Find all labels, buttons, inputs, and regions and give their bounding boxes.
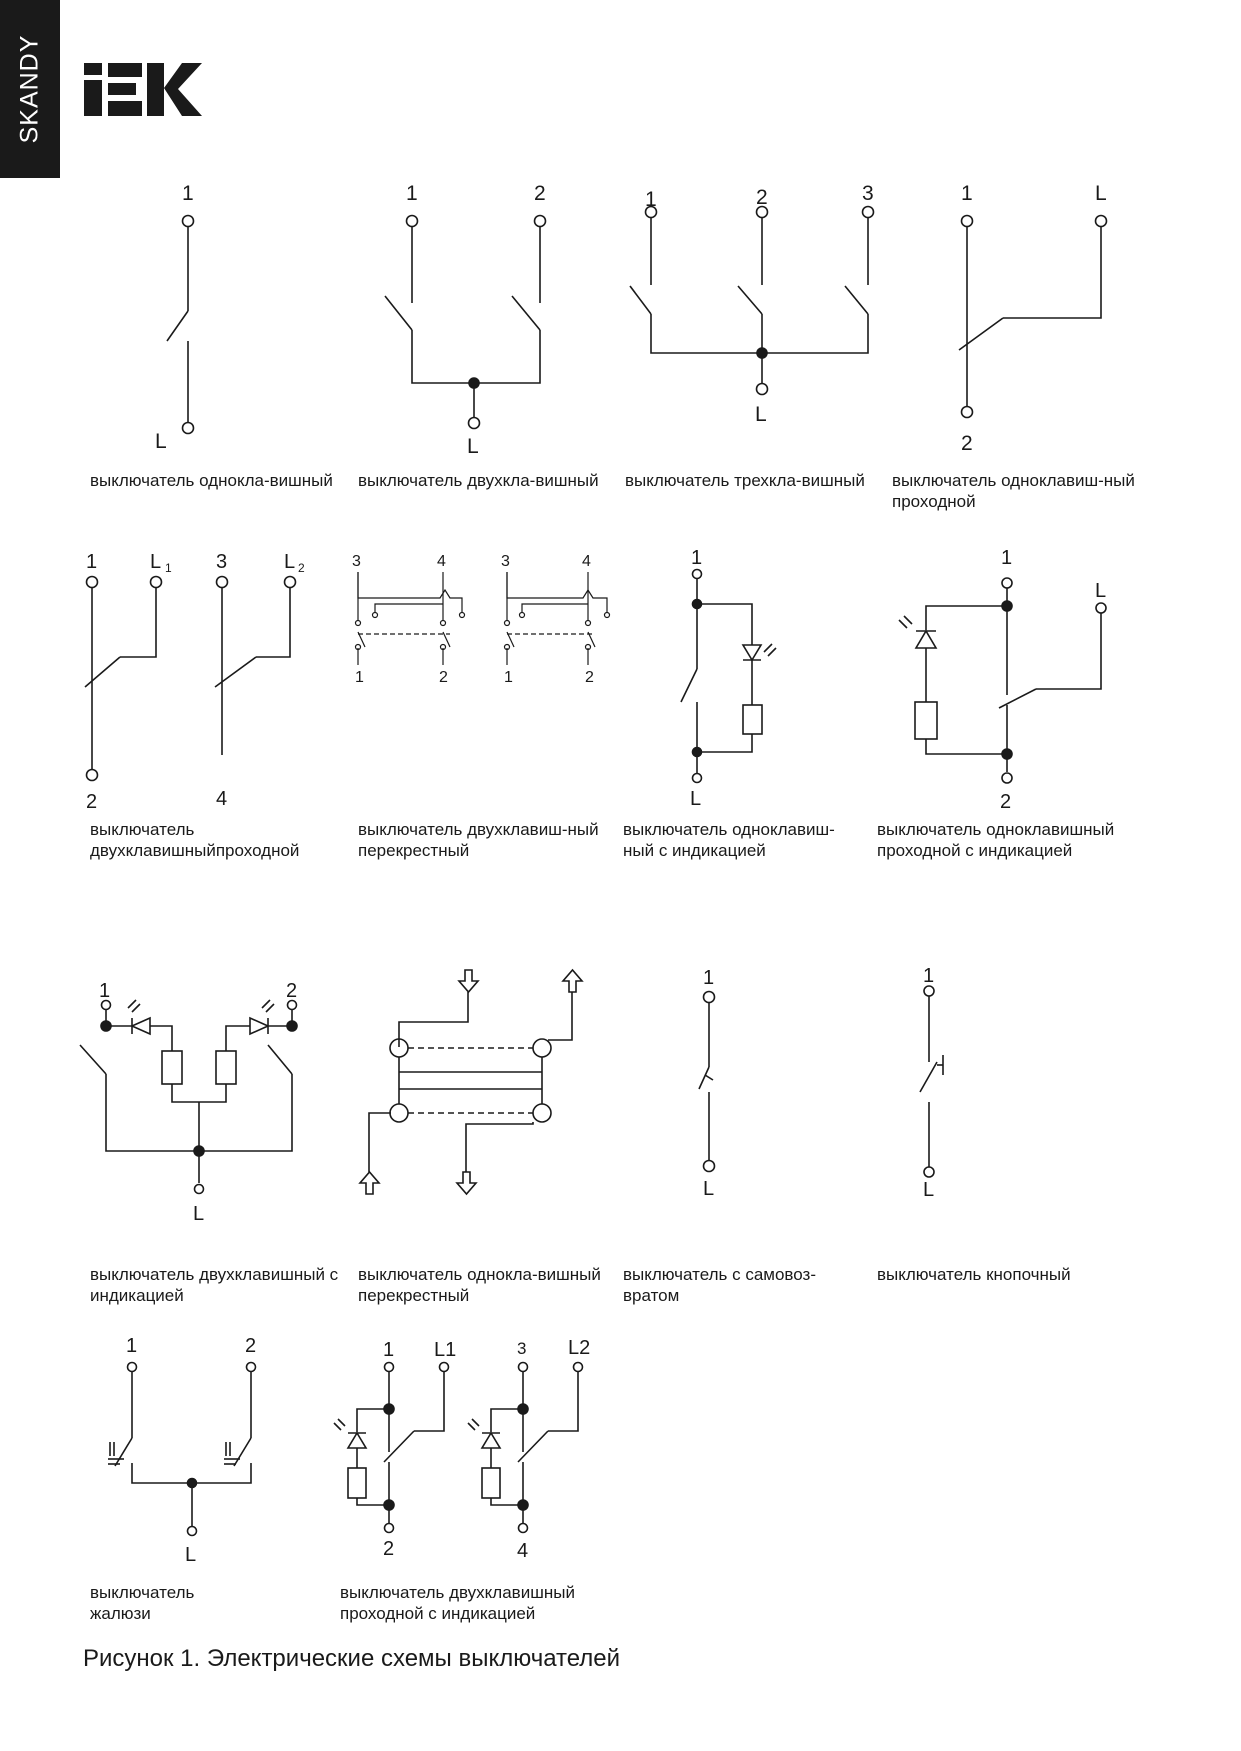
diagram-single-key: 1 L <box>155 182 195 453</box>
terminal-label: L <box>467 435 479 458</box>
terminal-label: L <box>1095 182 1107 205</box>
diagram-two-key: 1 2 L <box>384 182 547 458</box>
terminal-label: 2 <box>298 561 305 575</box>
terminal-label: L <box>703 1178 714 1200</box>
terminal-label: 1 <box>99 980 110 1002</box>
terminal-label: L <box>193 1203 204 1225</box>
terminal-label: 3 <box>501 553 510 570</box>
terminal-label: 2 <box>1000 791 1011 813</box>
terminal-label: 2 <box>585 669 594 686</box>
diagram-two-key-pass-through-indicator: 1 L1 2 3 L2 4 <box>333 1337 590 1562</box>
diagram-self-return: 1 L <box>698 967 716 1200</box>
diagram-two-key-indicator: 1 2 L <box>79 980 298 1225</box>
terminal-label: 2 <box>534 182 546 205</box>
caption-push-button: выключатель кнопочный <box>877 1265 1071 1284</box>
terminal-label: 1 <box>923 965 934 987</box>
terminal-label: 1 <box>645 188 657 211</box>
terminal-label: L2 <box>568 1337 590 1359</box>
terminal-label: 4 <box>216 788 227 810</box>
terminal-label: 4 <box>517 1540 528 1562</box>
terminal-label: L <box>150 551 161 573</box>
caption-two-key-cross: выключатель двухклавиш-ный перекрестный <box>358 820 599 860</box>
caption-single-key-indicator: выключатель одноклавиш-ный с индикацией <box>623 820 835 860</box>
caption-single-key-pass-through-indicator: выключатель одноклавишный проходной с ин… <box>877 820 1115 860</box>
terminal-label: 1 <box>504 669 513 686</box>
side-tab: SKANDY <box>0 0 60 178</box>
caption-blinds: выключатель жалюзи <box>90 1583 195 1623</box>
diagram-single-key-pass-through-indicator: 1 L 2 <box>898 547 1107 813</box>
terminal-label: 2 <box>961 432 973 455</box>
diagram-two-key-cross: 3 4 1 2 3 4 1 2 <box>352 553 611 686</box>
caption-two-key-indicator: выключатель двухклавишный с индикацией <box>90 1265 339 1305</box>
terminal-label: 2 <box>286 980 297 1002</box>
terminal-label: 3 <box>352 553 361 570</box>
terminal-label: 1 <box>355 669 364 686</box>
terminal-label: 1 <box>165 561 172 575</box>
terminal-label: 1 <box>182 182 194 205</box>
terminal-label: 1 <box>406 182 418 205</box>
terminal-label: 1 <box>126 1335 137 1357</box>
terminal-label: 4 <box>582 553 591 570</box>
caption-single-key-pass-through: выключатель одноклавиш-ный проходной <box>892 471 1135 511</box>
terminal-label: L1 <box>434 1339 456 1361</box>
diagram-single-key-indicator: 1 L <box>680 547 777 810</box>
terminal-label: 1 <box>383 1339 394 1361</box>
terminal-label: 2 <box>756 186 768 209</box>
terminal-label: 1 <box>86 551 97 573</box>
diagram-single-key-cross <box>358 968 584 1196</box>
terminal-label: L <box>923 1179 934 1201</box>
terminal-label: L <box>284 551 295 573</box>
caption-single-key-cross: выключатель однокла-вишный перекрестный <box>358 1265 601 1305</box>
terminal-label: 3 <box>517 1339 526 1358</box>
terminal-label: 2 <box>86 791 97 813</box>
terminal-label: 1 <box>691 547 702 569</box>
terminal-label: L <box>1095 580 1106 602</box>
diagram-two-key-pass-through: 1 L 1 3 L 2 2 4 <box>84 551 305 813</box>
caption-two-key-pass-through-indicator: выключатель двухклавишный проходной с ин… <box>340 1583 575 1623</box>
figure-caption: Рисунок 1. Электрические схемы выключате… <box>83 1645 621 1672</box>
terminal-label: 3 <box>862 182 874 205</box>
terminal-label: L <box>155 430 167 453</box>
terminal-label: 2 <box>383 1538 394 1560</box>
terminal-label: 1 <box>703 967 714 989</box>
terminal-label: 3 <box>216 551 227 573</box>
terminal-label: 1 <box>1001 547 1012 569</box>
iek-logo <box>84 63 202 116</box>
caption-two-key-pass-through: выключатель двухклавишныйпроходной <box>90 820 300 860</box>
diagram-single-key-pass-through: 1 L 2 <box>958 182 1108 455</box>
terminal-label: L <box>690 788 701 810</box>
terminal-label: 1 <box>961 182 973 205</box>
caption-single-key: выключатель однокла-вишный <box>90 471 333 490</box>
diagram-three-key: 1 2 3 L <box>629 182 875 426</box>
caption-self-return: выключатель с самовоз-вратом <box>623 1265 816 1305</box>
diagram-blinds: 1 2 L <box>108 1335 257 1566</box>
terminal-label: 2 <box>439 669 448 686</box>
terminal-label: 2 <box>245 1335 256 1357</box>
terminal-label: L <box>185 1544 196 1566</box>
terminal-label: L <box>755 403 767 426</box>
caption-two-key: выключатель двухкла-вишный <box>358 471 599 490</box>
caption-three-key: выключатель трехкла-вишный <box>625 471 865 490</box>
terminal-label: 4 <box>437 553 446 570</box>
diagram-push-button: 1 L <box>919 965 944 1201</box>
